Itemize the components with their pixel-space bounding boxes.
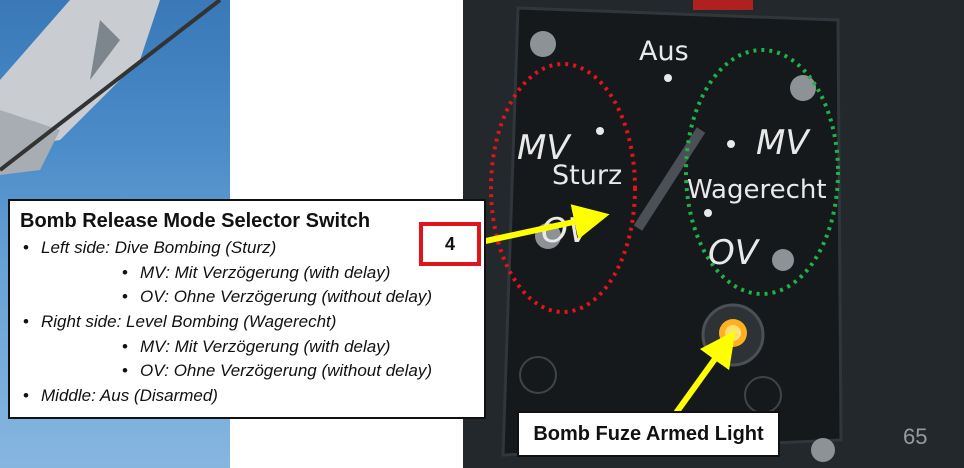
- arrow-to-selector: [480, 204, 610, 245]
- page-number: 65: [903, 424, 928, 449]
- label-sturz: Sturz: [552, 160, 623, 191]
- label-wagerecht: Wagerecht: [687, 175, 827, 205]
- screw: [772, 249, 794, 271]
- arrow-to-light: [673, 330, 736, 415]
- label-aus: Aus: [639, 36, 689, 67]
- info-box: Bomb Release Mode Selector Switch Left s…: [8, 199, 486, 419]
- screw: [530, 31, 556, 57]
- bullet-line: MV: Mit Verzögerung (with delay): [122, 263, 390, 283]
- bullet-line: Middle: Aus (Disarmed): [23, 386, 218, 406]
- right-highlight-circle: [684, 48, 840, 296]
- screw: [811, 438, 835, 462]
- left-highlight-circle: [489, 62, 637, 314]
- aircraft-fuselage: [0, 0, 160, 150]
- selector-lever[interactable]: [633, 127, 706, 231]
- info-title: Bomb Release Mode Selector Switch: [20, 210, 371, 232]
- bullet-line: Right side: Level Bombing (Wagerecht): [23, 312, 336, 332]
- cockpit-panel-photo: Aus MV Sturz OV MV Wagerecht OV: [463, 0, 964, 468]
- bullet-line: OV: Ohne Verzögerung (without delay): [122, 361, 432, 381]
- bullet-line: Left side: Dive Bombing (Sturz): [23, 238, 276, 258]
- screw: [790, 75, 816, 101]
- bullet-line: OV: Ohne Verzögerung (without delay): [122, 287, 432, 307]
- label-mv-left: MV: [517, 128, 570, 168]
- callout-number-badge: 4: [419, 222, 481, 266]
- fuze-light-label: Bomb Fuze Armed Light: [517, 411, 780, 457]
- label-mv-right: MV: [756, 123, 809, 163]
- label-ov-right: OV: [708, 233, 759, 273]
- bullet-line: MV: Mit Verzögerung (with delay): [122, 337, 390, 357]
- aircraft-antenna: [0, 0, 222, 172]
